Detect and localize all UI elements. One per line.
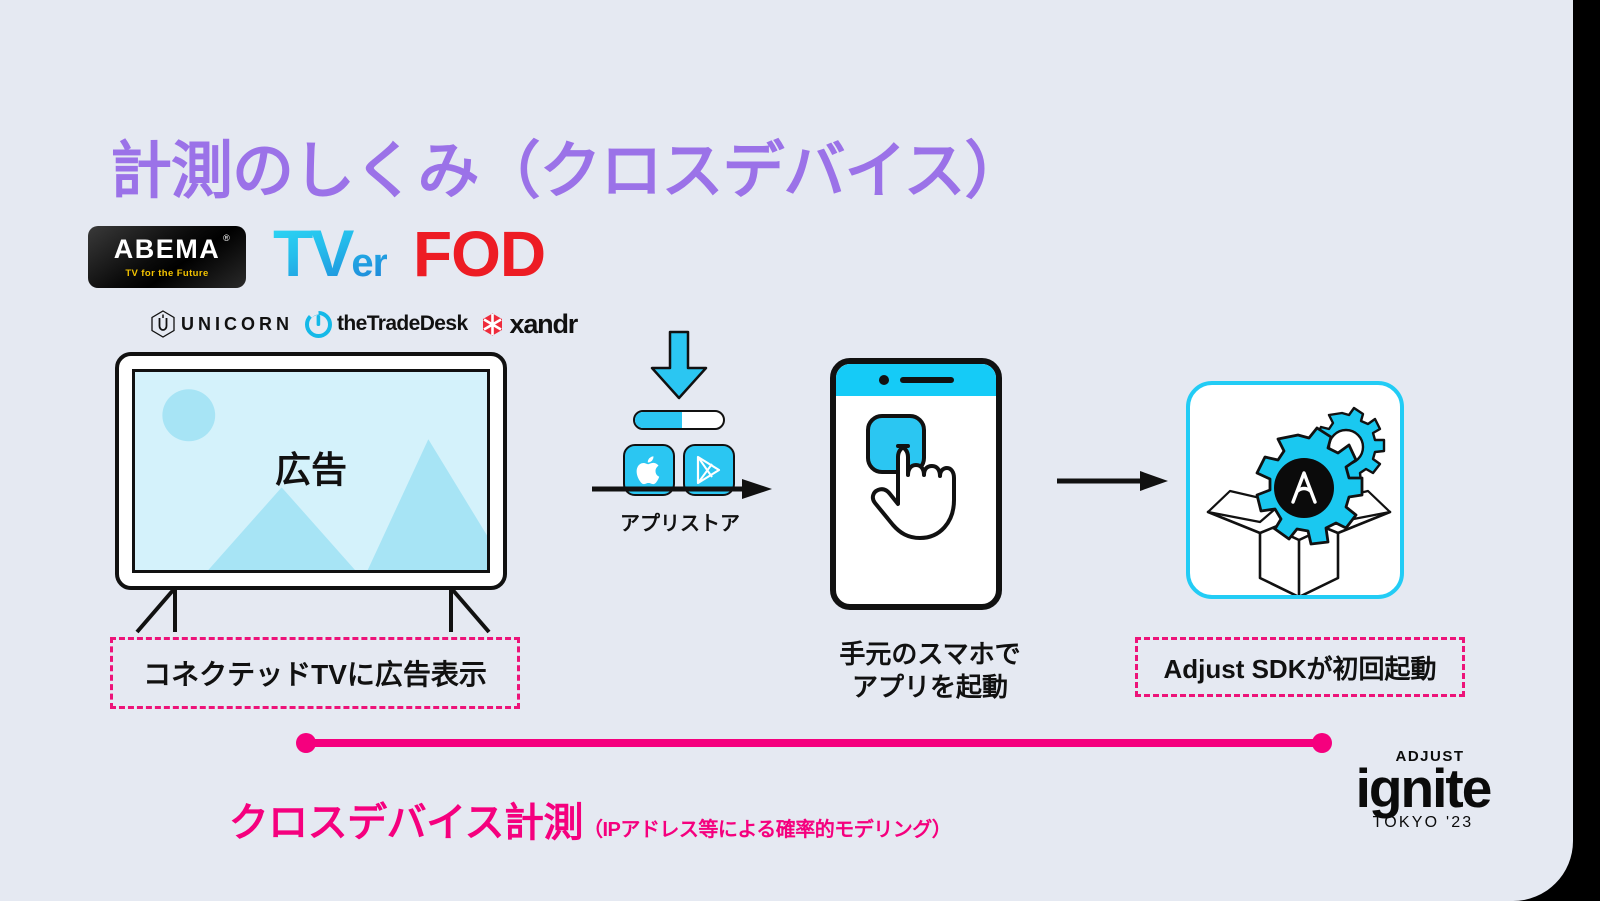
thetradedesk-label: theTradeDesk <box>337 312 468 335</box>
bottom-caption: クロスデバイス計測（IPアドレス等による確率的モデリング） <box>0 790 1180 848</box>
tv-ad-label: 広告 <box>274 449 347 491</box>
abema-wordmark-label: ABEMA® <box>113 232 232 264</box>
app-store-caption: アプリストア <box>620 513 740 535</box>
thetradedesk-logo: theTradeDesk <box>305 310 468 338</box>
xandr-hex-icon <box>482 313 502 335</box>
ignite-wordmark: ignite <box>1355 757 1493 819</box>
registered-trademark-icon: ® <box>223 232 232 243</box>
abema-logo: ABEMA® TV for the Future <box>88 226 246 288</box>
xandr-logo: xandr <box>480 309 578 340</box>
dsp-logo-row: UNICORN theTradeDesk xandr <box>150 308 578 340</box>
timeline <box>296 733 1332 753</box>
sdk-box-graphic <box>1206 406 1392 595</box>
timeline-start-dot <box>296 733 316 753</box>
adjust-gear-icon <box>1255 426 1364 546</box>
ignite-tokyo-label: TOKYO '23 <box>1372 814 1474 832</box>
phone-illustration <box>830 358 1002 615</box>
smartphone-graphic <box>830 358 1002 610</box>
phone-step-caption: 手元のスマホで アプリを起動 <box>800 638 1060 705</box>
bottom-caption-sub: （IPアドレス等による確率的モデリング） <box>583 819 952 841</box>
tv-screen-artwork <box>135 372 487 570</box>
fod-logo: FOD <box>413 218 546 290</box>
phone-caption-line1: 手元のスマホで <box>839 639 1021 669</box>
hexagon-u-icon <box>151 310 175 338</box>
adjust-wordmark: ADJUST <box>1395 748 1465 765</box>
download-progress-fill <box>635 412 682 428</box>
tver-logo: TVer <box>273 220 387 286</box>
flow-arrow-tv-to-phone <box>592 479 772 499</box>
ctv-illustration: 広告 <box>115 352 515 641</box>
tv-screen: 広告 <box>132 369 490 573</box>
bottom-caption-main: クロスデバイス計測 <box>228 801 584 845</box>
sdk-step-caption: Adjust SDKが初回起動 <box>1135 637 1465 697</box>
unicorn-logo: UNICORN <box>150 310 293 338</box>
timeline-end-dot <box>1312 733 1332 753</box>
sdk-illustration <box>1186 381 1404 599</box>
xandr-label: xandr <box>509 308 579 339</box>
flow-arrow-phone-to-sdk <box>1057 471 1168 491</box>
download-progress-bar <box>633 410 725 430</box>
abema-tagline: TV for the Future <box>125 267 209 279</box>
download-arrow-icon <box>650 330 708 400</box>
app-store-illustration <box>614 330 744 496</box>
timeline-bar <box>306 739 1322 747</box>
ctv-step-caption: コネクテッドTVに広告表示 <box>110 637 520 709</box>
unicorn-label: UNICORN <box>181 313 293 334</box>
ignite-logo: ADJUST ignite TOKYO '23 <box>1338 748 1508 832</box>
page-title: 計測のしくみ（クロスデバイス） <box>110 137 1027 206</box>
phone-caption-line2: アプリを起動 <box>851 672 1008 703</box>
tver-tv-text: TV <box>273 216 352 290</box>
sdk-card <box>1186 381 1404 599</box>
google-play-icon <box>696 455 721 485</box>
tv-body: 広告 <box>115 352 507 590</box>
tv-stand-legs <box>135 586 491 634</box>
apple-icon <box>636 456 660 485</box>
ttd-circle-icon <box>305 310 332 338</box>
tver-er-text: er <box>351 241 388 285</box>
